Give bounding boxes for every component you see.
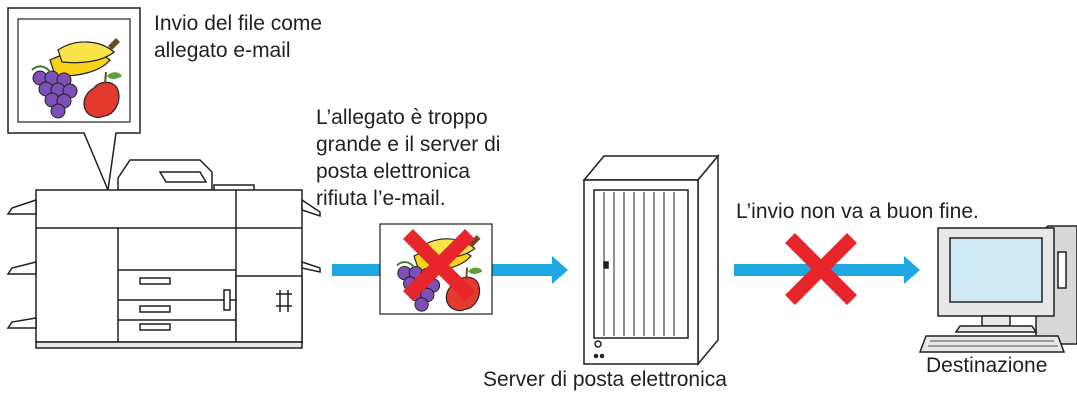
reject-note-line-3: posta elettronica <box>316 160 471 183</box>
attach-title: Invio del file come allegato e-mail <box>154 10 322 64</box>
speech-bubble <box>7 7 141 193</box>
destination-label: Destinazione <box>926 354 1048 377</box>
fail-note: L’invio non va a buon fine. <box>736 200 979 223</box>
desktop-computer-icon <box>918 225 1077 353</box>
server-label: Server di posta elettronica <box>483 368 727 391</box>
reject-note-line-4: rifiuta l’e-mail. <box>316 187 446 210</box>
attach-title-line-2: allegato e-mail <box>154 39 291 62</box>
reject-note: L’allegato è troppo grande e il server d… <box>316 104 500 212</box>
rejected-attachment <box>379 223 493 315</box>
attach-title-line-1: Invio del file come <box>154 12 323 35</box>
reject-note-line-2: grande e il server di <box>316 133 501 156</box>
reject-note-line-1: L’allegato è troppo <box>316 106 488 129</box>
mfp-printer-icon <box>6 159 321 349</box>
server-tower-icon <box>582 153 720 367</box>
